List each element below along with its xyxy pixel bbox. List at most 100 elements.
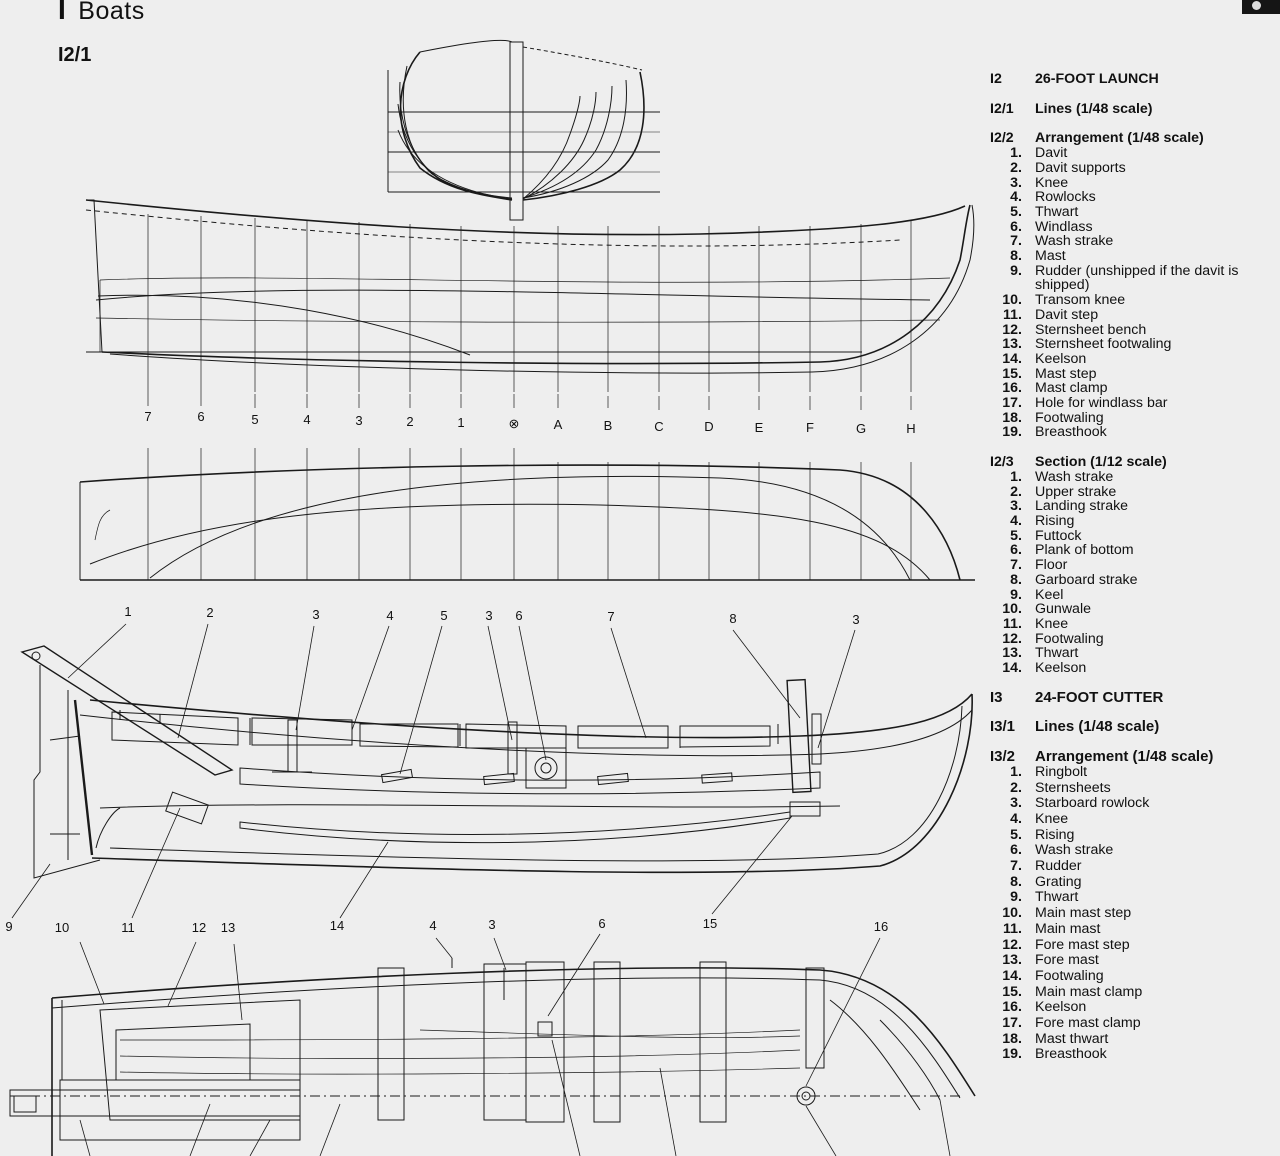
legend-item: 5.Thwart bbox=[990, 205, 1270, 220]
legend-item-number: 19. bbox=[1002, 1046, 1022, 1063]
legend-item: 12.Footwaling bbox=[990, 630, 1270, 647]
legend-item-text: Thwart bbox=[1035, 889, 1079, 906]
station-label: 6 bbox=[197, 409, 204, 424]
legend-item-number: 12. bbox=[1002, 630, 1022, 647]
legend-item-text: Upper strake bbox=[1035, 483, 1117, 500]
legend-item-text: Wash strake bbox=[1035, 842, 1114, 859]
legend-item: 18.Mast thwart bbox=[990, 1030, 1270, 1048]
legend-item-number: 15. bbox=[1002, 365, 1022, 382]
legend-item-number: 11. bbox=[1003, 306, 1022, 323]
legend-item: 12.Sternsheet bench bbox=[990, 322, 1270, 338]
callout-number: 3 bbox=[488, 917, 495, 932]
legend-item-text: Fore mast step bbox=[1035, 936, 1130, 953]
legend-item-text: Mast step bbox=[1035, 365, 1097, 382]
callout-number: 3 bbox=[485, 608, 492, 623]
legend-item-text: Futtock bbox=[1035, 527, 1082, 544]
legend-item-number: 5. bbox=[1010, 203, 1022, 220]
legend-item-number: 3. bbox=[1010, 498, 1022, 515]
legend-item-text: Knee bbox=[1035, 174, 1069, 191]
legend-item-text: Sternsheet footwaling bbox=[1035, 336, 1172, 353]
legend-item-text: Knee bbox=[1035, 615, 1069, 632]
legend-item-text: Sternsheets bbox=[1035, 779, 1111, 796]
legend-item: 7.Wash strake bbox=[990, 234, 1270, 249]
legend-item: 15.Main mast clamp bbox=[990, 983, 1270, 1001]
arrangement-profile bbox=[20, 645, 973, 879]
legend-section-code: I2/2 bbox=[990, 130, 1014, 147]
legend-section-code: I3/2 bbox=[990, 748, 1016, 766]
arrangement-callouts-bottom: 9 10 11 12 13 14 4 3 6 15 16 bbox=[5, 916, 888, 935]
legend-section-title: Lines (1/48 scale) bbox=[1035, 718, 1160, 736]
callout-number: 9 bbox=[5, 919, 12, 934]
sheer-plan bbox=[85, 199, 975, 374]
station-label: C bbox=[654, 419, 663, 434]
legend-item-text: Breasthook bbox=[1035, 424, 1107, 441]
legend-item-number: 11. bbox=[1003, 615, 1022, 632]
legend-item-text: Plank of bottom bbox=[1035, 542, 1134, 559]
legend-item: 13.Fore mast bbox=[990, 953, 1270, 969]
legend-item: 1.Wash strake bbox=[990, 470, 1270, 485]
legend-item-number: 13. bbox=[1002, 952, 1022, 969]
corner-dot bbox=[1252, 1, 1261, 10]
legend-item-number: 14. bbox=[1002, 967, 1022, 984]
legend-item: 17.Fore mast clamp bbox=[990, 1015, 1270, 1032]
legend-item-text: Keelson bbox=[1035, 350, 1087, 367]
legend-item: 11.Main mast bbox=[990, 921, 1270, 938]
legend-item-text: Main mast clamp bbox=[1035, 983, 1143, 1000]
boat-drawings: 7 6 5 4 3 2 1 ⊗ A B C D E F G H bbox=[5, 39, 976, 1156]
legend-item-number: 2. bbox=[1010, 779, 1022, 796]
legend-item: 9.Keel bbox=[990, 587, 1270, 603]
legend-item-text: Rising bbox=[1035, 512, 1075, 529]
station-label: G bbox=[856, 421, 866, 436]
legend-item-text: Floor bbox=[1035, 557, 1068, 574]
legend-item: 16.Mast clamp bbox=[990, 381, 1270, 396]
legend-item: 9.Thwart bbox=[990, 890, 1270, 906]
station-label: 3 bbox=[355, 413, 362, 428]
station-labels: 7 6 5 4 3 2 1 ⊗ A B C D E F G H bbox=[144, 409, 915, 436]
legend-item-text: Rowlocks bbox=[1035, 189, 1096, 206]
legend-item-number: 3. bbox=[1010, 795, 1022, 812]
legend-item-number: 12. bbox=[1002, 936, 1022, 953]
legend-item-number: 2. bbox=[1010, 483, 1022, 500]
legend-item: 6.Windlass bbox=[990, 219, 1270, 235]
station-label: 5 bbox=[251, 412, 258, 427]
body-plan bbox=[387, 39, 660, 221]
legend-item: 6.Wash strake bbox=[990, 843, 1270, 859]
legend-section-code: I3/1 bbox=[990, 718, 1016, 736]
station-label: D bbox=[704, 419, 713, 434]
legend-item-number: 14. bbox=[1002, 660, 1022, 677]
callout-number: 2 bbox=[206, 605, 213, 620]
callout-number: 6 bbox=[598, 916, 605, 931]
legend-item: 14.Footwaling bbox=[990, 967, 1270, 985]
callout-number: 6 bbox=[515, 608, 522, 623]
station-label: 7 bbox=[144, 409, 151, 424]
legend-item-text: Landing strake bbox=[1035, 498, 1129, 515]
legend-item-number: 10. bbox=[1002, 601, 1022, 618]
legend-item: 6.Plank of bottom bbox=[990, 543, 1270, 558]
legend-item-number: 7. bbox=[1010, 557, 1022, 574]
legend-item: 7.Rudder bbox=[990, 858, 1270, 875]
station-label: B bbox=[604, 418, 613, 433]
legend-item-text: Garboard strake bbox=[1035, 571, 1138, 588]
legend-item-text: Mast thwart bbox=[1035, 1030, 1109, 1047]
legend-item-text: Rudder (unshipped if the davit is shippe… bbox=[1035, 262, 1239, 294]
legend-section-title: 24-FOOT CUTTER bbox=[1035, 688, 1164, 706]
legend-item-text: Footwaling bbox=[1035, 409, 1104, 426]
legend-item-number: 13. bbox=[1002, 645, 1022, 662]
legend-item: 10.Gunwale bbox=[990, 602, 1270, 617]
legend-item-text: Thwart bbox=[1035, 645, 1079, 662]
callout-number: 15 bbox=[703, 916, 717, 931]
legend-item-number: 19. bbox=[1002, 424, 1022, 441]
legend-section-code: I2/3 bbox=[990, 454, 1014, 471]
legend-item-number: 1. bbox=[1010, 145, 1022, 162]
legend-item-number: 4. bbox=[1010, 189, 1022, 206]
arrangement-leader-lines-bottom bbox=[11, 807, 793, 919]
station-label-midship: ⊗ bbox=[509, 416, 520, 431]
legend-item-number: 1. bbox=[1010, 468, 1022, 485]
